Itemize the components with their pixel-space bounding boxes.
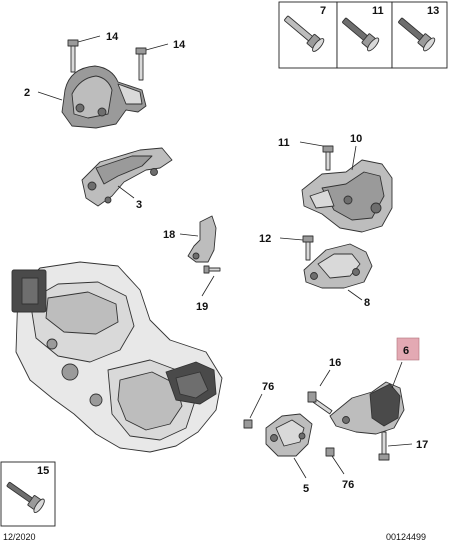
callout-76-lower: 76 [342, 479, 354, 491]
bolt-15-icon [6, 481, 45, 514]
part-12-bolt: 12 [259, 233, 314, 261]
callout-2: 2 [24, 87, 30, 99]
callout-14-left: 14 [106, 31, 119, 43]
part-2-mount: 2 [24, 65, 147, 129]
callout-3: 3 [136, 199, 142, 211]
callout-15: 15 [37, 465, 49, 477]
fastener-box-15 [0, 461, 56, 527]
highlight-box-6 [396, 337, 420, 361]
callout-8: 8 [364, 297, 370, 309]
part-6-mount: 6 [329, 337, 420, 435]
callout-13: 13 [427, 5, 439, 17]
bolt-13-icon [398, 17, 436, 52]
callout-18: 18 [163, 229, 175, 241]
footer-date: 12/2020 [3, 532, 36, 542]
bolt-11-icon [342, 17, 380, 52]
callout-19: 19 [196, 301, 208, 313]
callout-17: 17 [416, 439, 428, 451]
part-11-bolt: 11 [278, 137, 334, 171]
part-76-upper: 76 [243, 381, 274, 429]
bolt-7-icon [284, 15, 325, 52]
part-5-mount: 5 [265, 413, 313, 495]
callout-11-box: 11 [372, 5, 384, 17]
callout-7: 7 [320, 5, 326, 17]
part-14-left: 14 [67, 31, 119, 73]
callout-14-right: 14 [173, 39, 186, 51]
callout-16: 16 [329, 357, 341, 369]
part-17-bolt: 17 [378, 431, 428, 461]
part-18-bracket: 18 [163, 215, 217, 263]
callout-10: 10 [350, 133, 362, 145]
fastener-box-group: 7 11 13 [278, 1, 448, 69]
part-3-bracket: 3 [81, 147, 173, 211]
callout-11-bolt: 11 [278, 137, 290, 149]
engine-assembly [11, 261, 223, 453]
footer-reference: 00124499 [386, 532, 426, 542]
callout-12: 12 [259, 233, 271, 245]
callout-76-upper: 76 [262, 381, 274, 393]
part-14-right: 14 [135, 39, 186, 81]
fastener-box-15-group: 15 [0, 461, 56, 527]
callout-6: 6 [403, 345, 409, 357]
part-16-bolt: 16 [307, 357, 341, 415]
part-8-mount: 8 [303, 243, 373, 309]
part-76-lower: 76 [325, 447, 354, 491]
callout-5: 5 [303, 483, 309, 495]
part-19-bolt: 19 [196, 265, 221, 313]
part-10-mount: 10 [301, 133, 393, 233]
